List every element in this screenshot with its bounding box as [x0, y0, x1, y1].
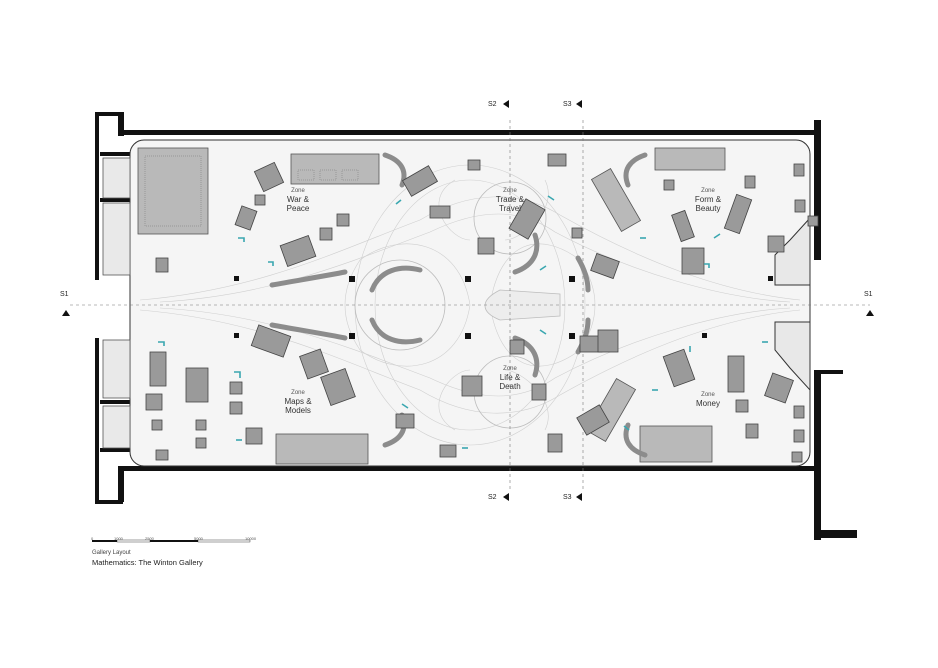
section-label-s2-top: S2: [488, 101, 497, 108]
section-arrows: [62, 100, 874, 501]
zone-label-life-death: Zone Life & Death: [470, 366, 550, 391]
scale-tick-label: 5000: [194, 536, 203, 541]
building-walls: [95, 112, 857, 540]
zone-name-line: Money: [695, 398, 720, 408]
columns: [234, 276, 773, 339]
case-inner-outline: [144, 155, 359, 227]
object-plinths: [145, 153, 819, 463]
zone-name-line: Beauty: [695, 204, 721, 214]
zone-name-line: Travel: [499, 204, 521, 214]
scale-tick-label: 1000: [114, 536, 123, 541]
zone-label-maps-models: Zone Maps & Models: [258, 390, 338, 415]
zone-kicker: Zone: [701, 392, 715, 398]
zone-kicker: Zone: [503, 366, 517, 372]
zone-name-line: Trade &: [495, 194, 525, 204]
zone-label-war-peace: Zone War & Peace: [258, 188, 338, 213]
gallery-floor: [129, 139, 811, 467]
scale-tick-label: 10000: [245, 536, 257, 541]
zone-name-line: Maps &: [284, 396, 312, 406]
zone-kicker: Zone: [701, 188, 715, 194]
zone-name-line: War &: [287, 194, 309, 204]
east-bays: [774, 216, 811, 392]
west-alcoves: [102, 157, 131, 449]
section-label-s2-bottom: S2: [488, 494, 497, 501]
section-label-s3-bottom: S3: [563, 494, 572, 501]
section-label-s1-east: S1: [864, 291, 873, 298]
zone-label-trade-travel: Zone Trade & Travel: [470, 188, 550, 213]
zone-kicker: Zone: [291, 188, 305, 194]
zone-label-form-beauty: Zone Form & Beauty: [668, 188, 748, 213]
zone-name-line: Life &: [499, 372, 521, 382]
section-label-s1-west: S1: [60, 291, 69, 298]
plan-title: Mathematics: The Winton Gallery: [92, 558, 203, 567]
zone-kicker: Zone: [291, 390, 305, 396]
zone-name-line: Peace: [286, 204, 310, 214]
section-label-s3-top: S3: [563, 101, 572, 108]
interactive-markers: [158, 195, 768, 449]
scale-tick-label: 2500: [145, 536, 154, 541]
zone-name-line: Models: [285, 406, 311, 416]
plan-subtitle: Gallery Layout: [92, 550, 131, 556]
display-cases: [137, 147, 726, 465]
zone-name-line: Death: [499, 382, 521, 392]
zone-label-money: Zone Money: [668, 392, 748, 408]
scale-tick-label: 0: [91, 536, 94, 541]
scale-bar: [92, 539, 251, 543]
zone-name-line: Form &: [694, 194, 722, 204]
zone-kicker: Zone: [503, 188, 517, 194]
